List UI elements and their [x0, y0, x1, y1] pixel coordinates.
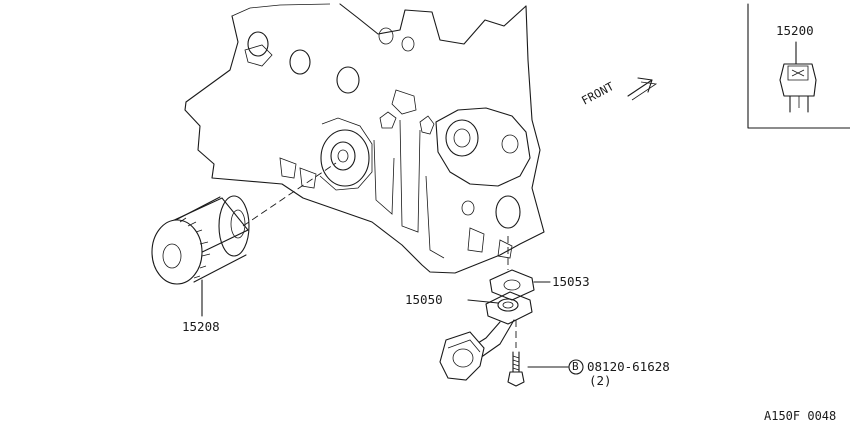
label-oil-strainer-part: 15050	[405, 292, 443, 307]
engine-block	[184, 3, 545, 274]
label-gasket-part: 15053	[552, 274, 590, 289]
oil-filter	[151, 195, 250, 317]
oil-strainer	[439, 291, 533, 381]
label-bolt-quantity: (2)	[589, 373, 612, 388]
figure-code: A150F 0048	[764, 409, 837, 423]
label-inset-part: 15200	[776, 23, 814, 38]
label-oil-filter-part: 15208	[182, 319, 220, 334]
inset-frame	[747, 3, 850, 129]
front-arrow	[627, 77, 658, 101]
bolt	[507, 351, 584, 387]
inset-component	[779, 41, 817, 113]
label-bolt-part: 08120-61628	[587, 359, 670, 374]
filter-alignment-line	[242, 162, 337, 227]
bolt-symbol-icon: B	[572, 360, 579, 373]
gasket	[489, 269, 551, 301]
